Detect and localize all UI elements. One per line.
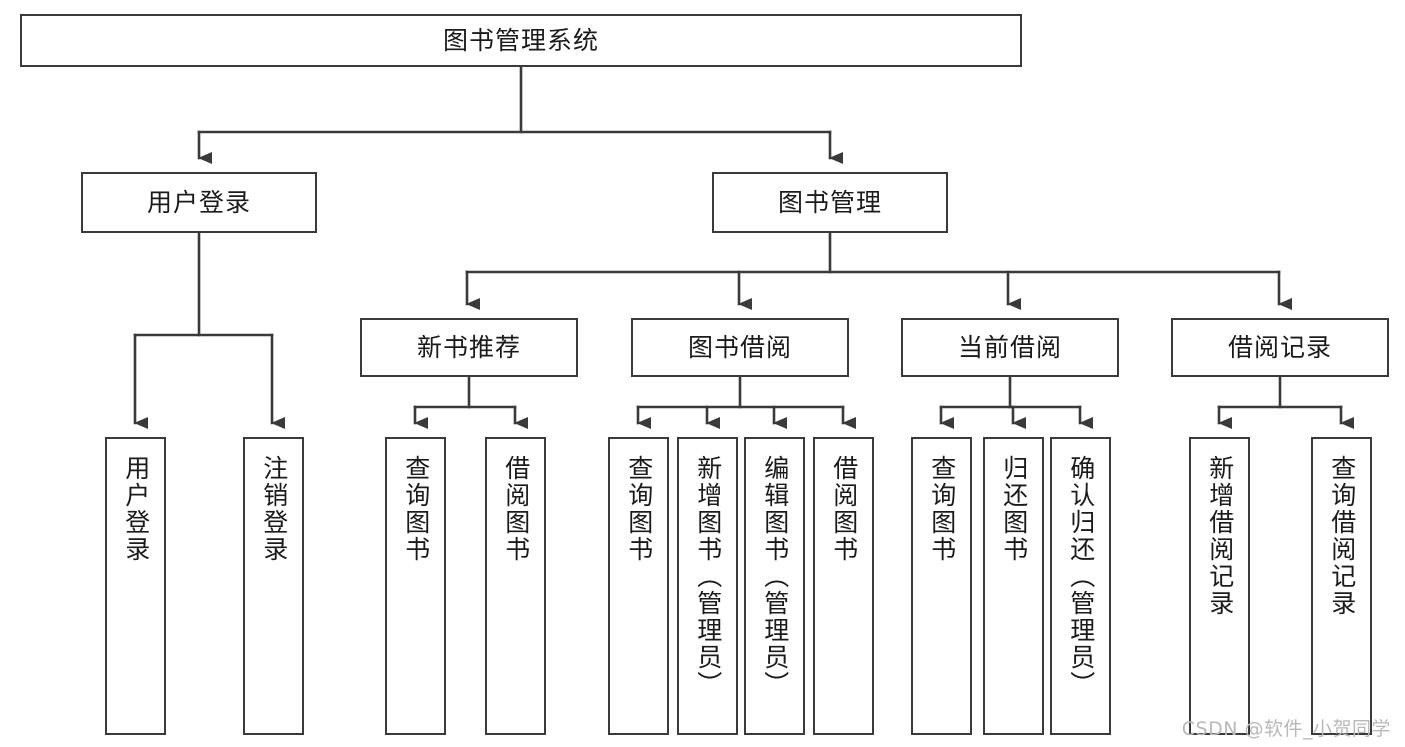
node-leaf-add-borrowing-record[interactable]: 新增借阅记录 <box>1189 437 1250 735</box>
node-leaf-label: 查询图书 <box>927 455 957 563</box>
node-leaf-logout[interactable]: 注销登录 <box>243 437 304 735</box>
node-borrowing-records[interactable]: 借阅记录 <box>1171 318 1389 377</box>
node-leaf-query-books-current[interactable]: 查询图书 <box>911 437 972 735</box>
node-leaf-label: 编辑图书（管理员） <box>760 455 790 698</box>
node-user-login-label: 用户登录 <box>146 187 251 217</box>
node-leaf-label: 归还图书 <box>999 455 1029 563</box>
node-leaf-add-book-admin[interactable]: 新增图书（管理员） <box>677 437 738 735</box>
node-leaf-borrow-books-borrowing[interactable]: 借阅图书 <box>813 437 874 735</box>
node-leaf-label: 查询图书 <box>624 455 654 563</box>
node-book-borrowing-label: 图书借阅 <box>687 332 792 362</box>
node-leaf-label: 查询图书 <box>401 455 431 563</box>
node-leaf-confirm-return-admin[interactable]: 确认归还（管理员） <box>1050 437 1111 735</box>
node-leaf-label: 确认归还（管理员） <box>1066 455 1096 698</box>
node-leaf-query-borrowing-record[interactable]: 查询借阅记录 <box>1311 437 1372 735</box>
node-book-management-label: 图书管理 <box>777 187 882 217</box>
node-user-login[interactable]: 用户登录 <box>81 172 317 233</box>
watermark-text: CSDN @软件_小贺同学 <box>1181 718 1391 740</box>
node-leaf-query-books-borrowing[interactable]: 查询图书 <box>608 437 669 735</box>
node-borrowing-records-label: 借阅记录 <box>1227 332 1332 362</box>
node-root-book-management-system[interactable]: 图书管理系统 <box>20 14 1022 67</box>
node-new-book-recommendation[interactable]: 新书推荐 <box>360 318 578 377</box>
node-new-book-recommendation-label: 新书推荐 <box>416 332 521 362</box>
node-leaf-return-books[interactable]: 归还图书 <box>983 437 1044 735</box>
node-current-borrowing-label: 当前借阅 <box>957 332 1062 362</box>
node-book-management[interactable]: 图书管理 <box>712 172 948 233</box>
node-leaf-label: 查询借阅记录 <box>1327 455 1357 617</box>
node-leaf-user-login[interactable]: 用户登录 <box>105 437 166 735</box>
node-leaf-label: 注销登录 <box>259 455 289 563</box>
node-book-borrowing[interactable]: 图书借阅 <box>631 318 849 377</box>
node-root-label: 图书管理系统 <box>442 25 599 55</box>
node-leaf-label: 借阅图书 <box>501 455 531 563</box>
node-leaf-edit-book-admin[interactable]: 编辑图书（管理员） <box>744 437 805 735</box>
node-leaf-label: 新增借阅记录 <box>1205 455 1235 617</box>
node-leaf-label: 用户登录 <box>121 455 151 563</box>
node-current-borrowing[interactable]: 当前借阅 <box>901 318 1119 377</box>
node-leaf-query-books-newbook[interactable]: 查询图书 <box>385 437 446 735</box>
node-leaf-label: 新增图书（管理员） <box>693 455 723 698</box>
node-leaf-borrow-books-newbook[interactable]: 借阅图书 <box>485 437 546 735</box>
node-leaf-label: 借阅图书 <box>829 455 859 563</box>
